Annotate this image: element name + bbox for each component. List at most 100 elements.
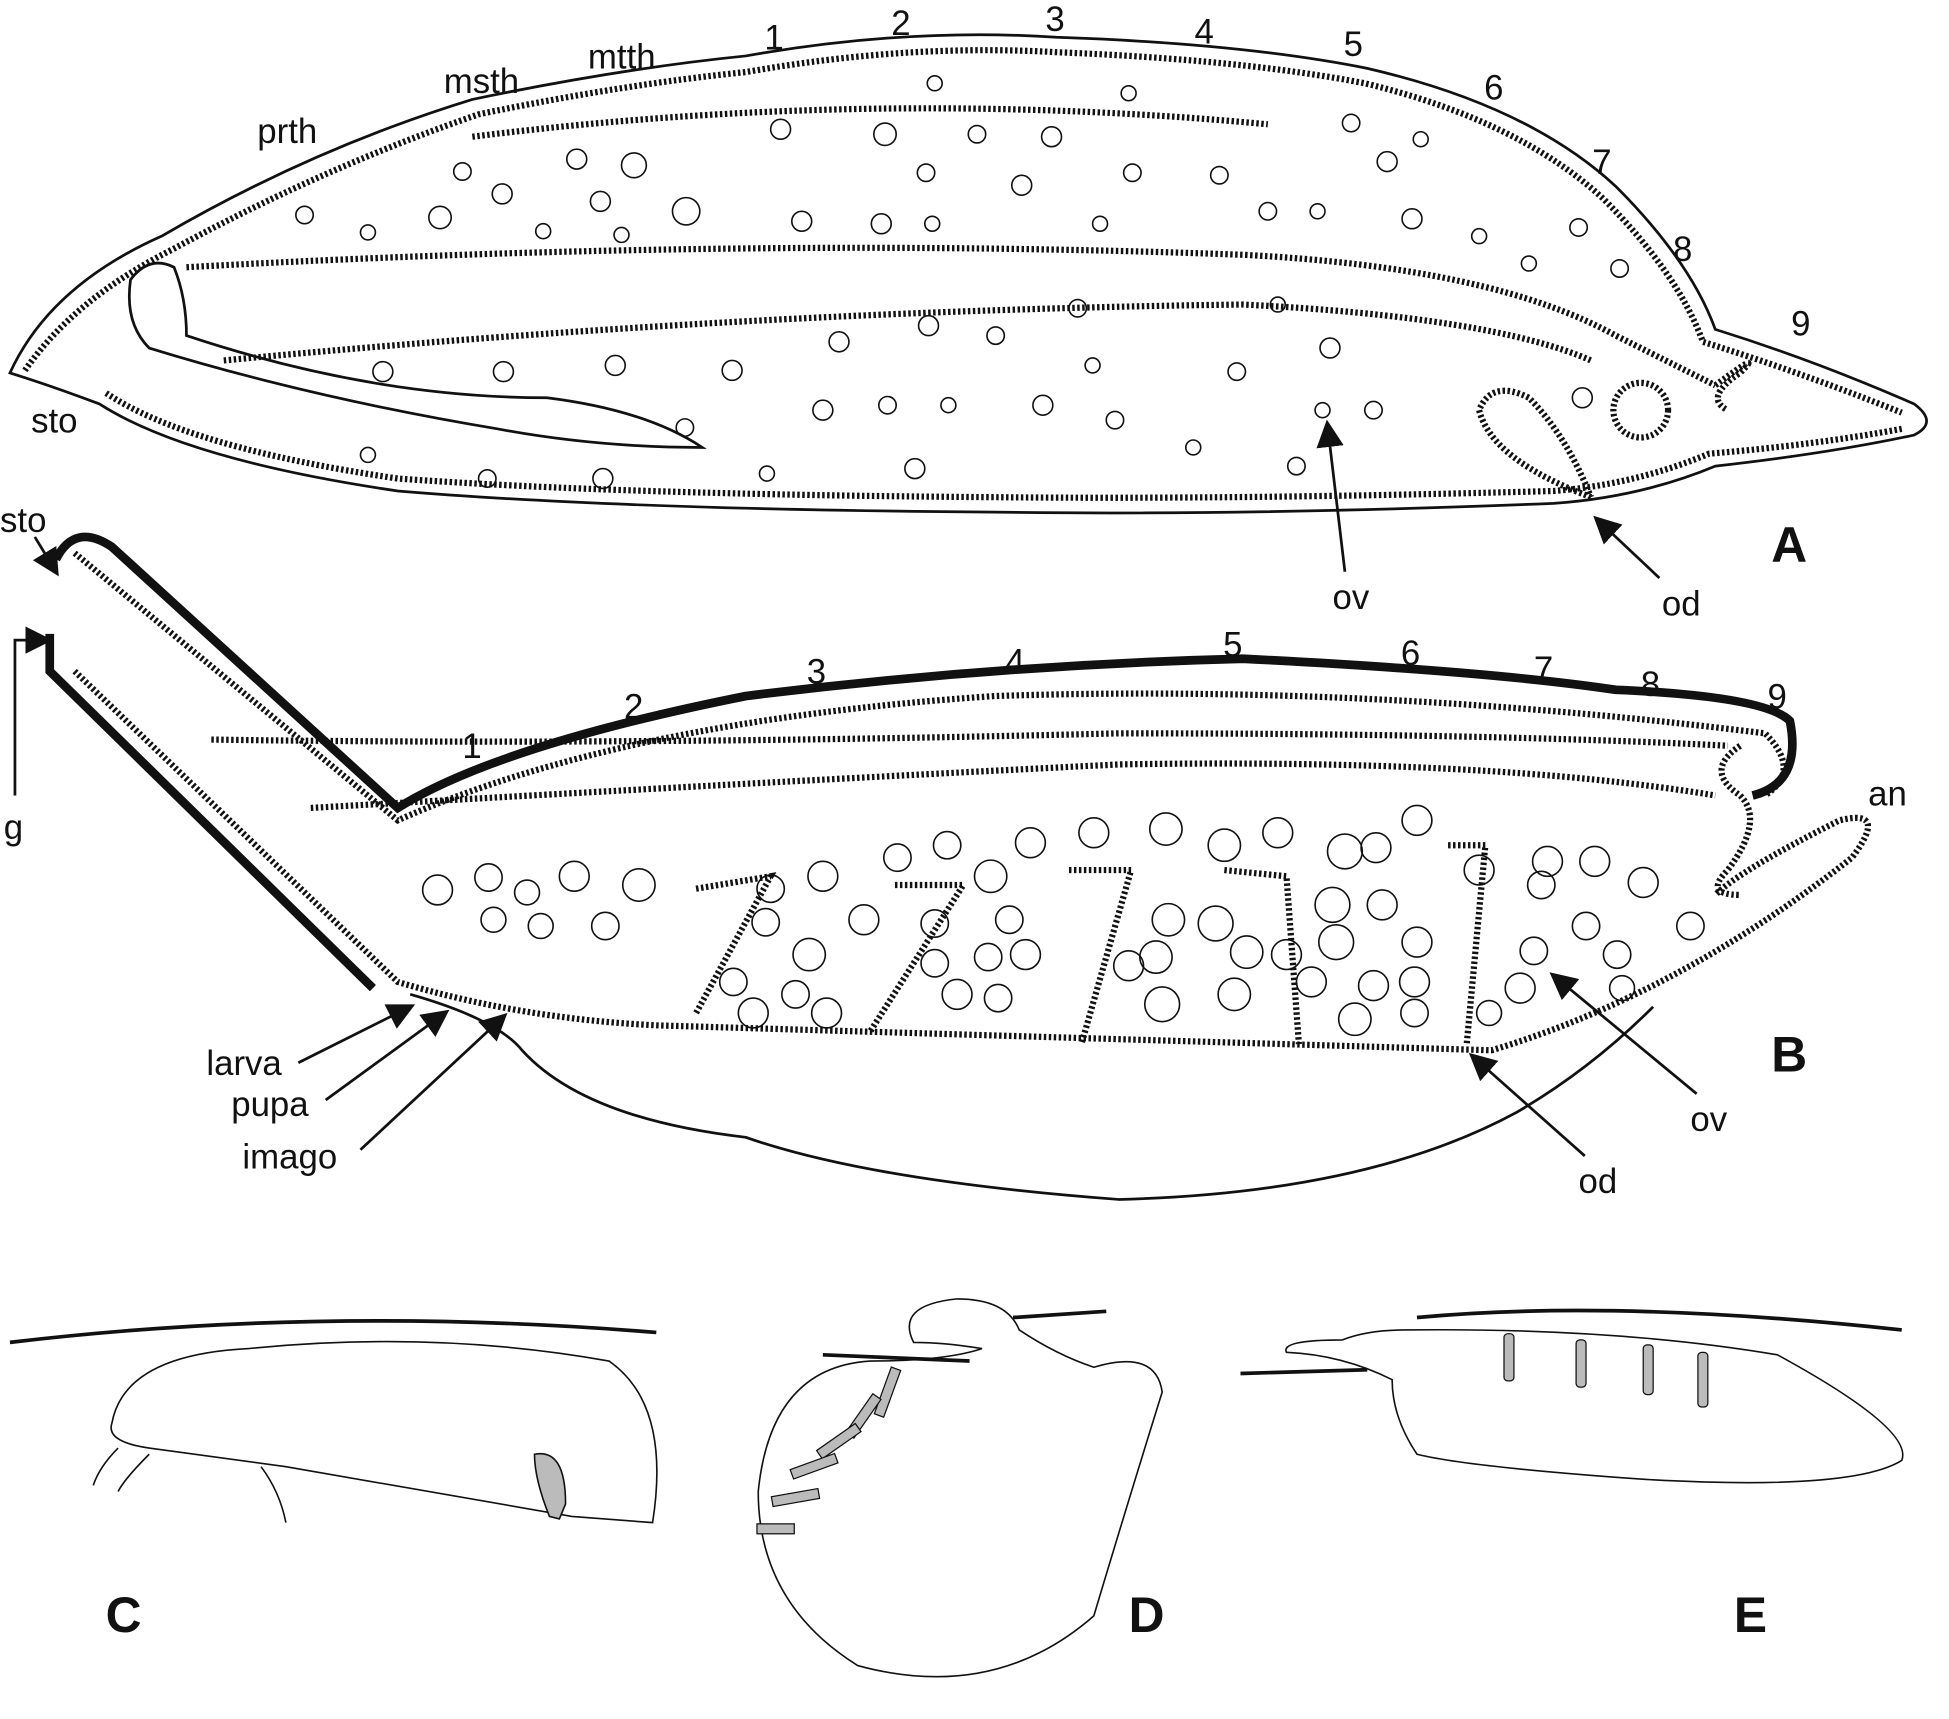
- fat-body-cell: [1360, 831, 1392, 864]
- segment-label: 8: [1641, 665, 1660, 704]
- fat-body-cell: [1504, 972, 1536, 1004]
- fat-body-cell: [1401, 926, 1433, 958]
- fat-body-cell: [477, 469, 497, 489]
- fat-body-cell: [671, 196, 701, 226]
- fat-body-cell: [1314, 886, 1351, 924]
- panel-a-body-outline: [8, 33, 1928, 515]
- fat-body-cell: [1032, 394, 1054, 416]
- panel-a-fat-bodies: [295, 75, 1630, 490]
- panel-b-body: [72, 550, 1872, 1054]
- fat-body-cell: [1084, 357, 1101, 374]
- fat-body-cell: [986, 326, 1006, 346]
- segment-label: 4: [1195, 13, 1214, 52]
- segment-label: 8: [1673, 230, 1692, 269]
- fat-body-cell: [1184, 439, 1202, 456]
- segment-label: 6: [1484, 68, 1503, 107]
- fat-body-cell: [1317, 923, 1355, 961]
- fat-body-cell: [807, 860, 839, 893]
- fat-body-cell: [1258, 201, 1278, 221]
- fat-body-cell: [1400, 998, 1429, 1028]
- panel-c-larva: [110, 1340, 658, 1524]
- fat-body-cell: [1610, 258, 1630, 278]
- fat-body-cell: [480, 906, 507, 934]
- segment-label: 9: [1768, 677, 1787, 716]
- panel-d-ovarioles: [756, 1366, 902, 1535]
- host-surface-e: [1240, 1308, 1902, 1376]
- fat-body-cell: [613, 226, 630, 244]
- fat-body-cell: [1401, 208, 1423, 230]
- fat-body-cell: [758, 465, 776, 482]
- fat-body-cell: [737, 997, 769, 1029]
- panel-b-oviducts: [693, 842, 1489, 1045]
- panel-letter-a: A: [1771, 517, 1807, 573]
- fat-body-cell: [1627, 866, 1659, 899]
- fat-body-cell: [359, 446, 377, 464]
- panel-letter-b: B: [1771, 1026, 1807, 1082]
- fat-body-cell: [917, 314, 940, 337]
- panel-letter-e: E: [1734, 1587, 1767, 1643]
- fat-body-cell: [1475, 999, 1503, 1027]
- fat-body-cell: [527, 912, 554, 940]
- panel-a-segment-labels: 1 2 3 4 5 6 7 8 9: [764, 0, 1810, 344]
- fat-body-cell: [1363, 400, 1383, 420]
- arrow-sto: [32, 536, 59, 577]
- fat-body-cell: [1139, 940, 1173, 975]
- fat-body-cell: [1078, 817, 1110, 849]
- fat-body-cell: [721, 359, 743, 382]
- fat-body-cell: [1091, 215, 1109, 232]
- fat-body-cell: [1122, 163, 1142, 183]
- fat-body-cell: [1010, 174, 1033, 196]
- panel-a-dorsal-vessel: [471, 105, 1269, 140]
- fat-body-cell: [994, 905, 1024, 935]
- label-od: od: [1579, 1162, 1618, 1201]
- label-prth: prth: [257, 112, 317, 151]
- fat-body-cell: [604, 354, 627, 377]
- fat-body-cell: [1398, 966, 1431, 998]
- fat-body-cell: [1148, 812, 1183, 847]
- fat-body-cell: [873, 122, 898, 147]
- panel-e-ovarioles: [1503, 1333, 1709, 1408]
- fat-body-cell: [474, 863, 503, 893]
- fat-body-cell: [491, 183, 513, 205]
- segment-label: 4: [1006, 643, 1025, 682]
- fat-body-cell: [1105, 410, 1125, 430]
- fat-body-cell: [1366, 889, 1398, 921]
- fat-body-cell: [1675, 911, 1705, 941]
- fat-body-cell: [421, 874, 454, 906]
- fat-body-cell: [1009, 938, 1042, 971]
- panel-e-body: [1285, 1328, 1904, 1484]
- segment-label: 7: [1534, 650, 1553, 689]
- fat-body-cell: [923, 215, 941, 232]
- segment-label: 3: [807, 653, 826, 692]
- fat-body-cell: [492, 360, 515, 383]
- host-surface-d: [822, 1309, 1107, 1363]
- label-msth: msth: [444, 62, 519, 101]
- fat-body-cell: [1319, 337, 1341, 359]
- fat-body-cell: [882, 843, 912, 873]
- segment-label: 3: [1045, 0, 1064, 39]
- panel-b-fat-bodies: [421, 804, 1705, 1037]
- panel-d-body: [757, 1298, 1164, 1678]
- fat-body-cell: [828, 331, 850, 353]
- panel-a-gut: [186, 244, 1717, 389]
- arrow-od: [1468, 1052, 1586, 1157]
- fat-body-cell: [372, 360, 394, 383]
- segment-label: 7: [1592, 143, 1611, 182]
- label-sto: sto: [0, 501, 46, 540]
- fat-body-cell: [1401, 804, 1433, 837]
- fat-body-cell: [848, 904, 880, 936]
- arrow-imago: [359, 1013, 508, 1151]
- fat-body-cell: [769, 118, 792, 141]
- fat-body-cell: [812, 399, 834, 421]
- fat-body-cell: [428, 205, 453, 230]
- panel-d: D: [756, 1298, 1165, 1678]
- label-larva: larva: [206, 1044, 282, 1083]
- fat-body-cell: [792, 937, 827, 972]
- fat-body-cell: [566, 148, 588, 170]
- fat-body-cell: [558, 860, 590, 893]
- fat-body-cell: [1412, 130, 1429, 148]
- fat-body-cell: [1376, 150, 1398, 173]
- fat-body-cell: [1526, 870, 1556, 900]
- label-ov: ov: [1690, 1100, 1727, 1139]
- fat-body-cell: [920, 948, 950, 978]
